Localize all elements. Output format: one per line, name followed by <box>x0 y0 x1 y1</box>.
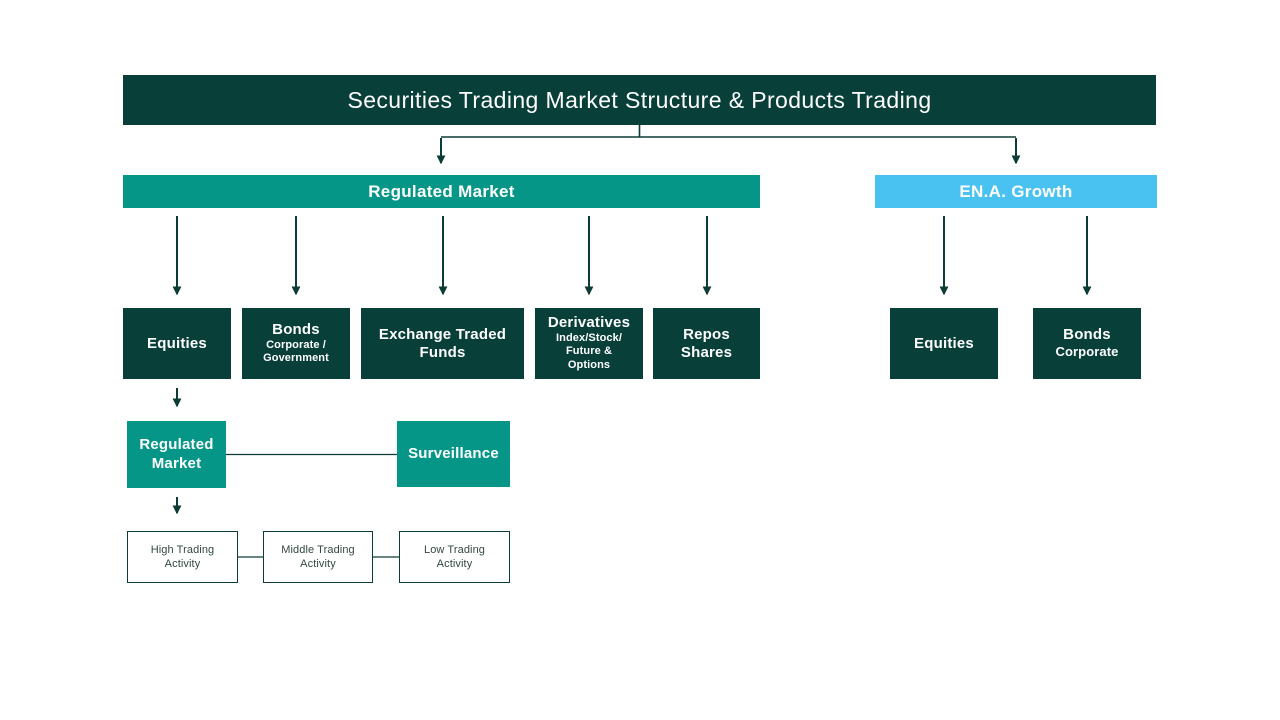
product-sublabel: Government <box>263 352 329 365</box>
node-label: Surveillance <box>408 444 499 462</box>
node-label: Market <box>151 454 202 472</box>
product-box-repos-shares: Repos Shares <box>653 308 760 379</box>
product-label: Equities <box>914 334 974 352</box>
product-label: Bonds <box>1063 326 1111 344</box>
regulated-market-header: Regulated Market <box>123 175 760 208</box>
product-sublabel: Index/Stock/ <box>556 331 622 344</box>
regulated-market-header-label: Regulated Market <box>368 181 515 201</box>
product-box-ena-bonds: Bonds Corporate <box>1033 308 1141 379</box>
product-sublabel: Options <box>567 359 611 372</box>
activity-box-middle: Middle Trading Activity <box>263 531 373 583</box>
activity-label: Activity <box>164 558 201 570</box>
title-bar: Securities Trading Market Structure & Pr… <box>123 75 1156 125</box>
product-box-ena-equities: Equities <box>890 308 998 379</box>
product-label: Equities <box>147 334 207 352</box>
product-label: Exchange Traded <box>378 325 507 343</box>
ena-growth-header: EN.A. Growth <box>875 175 1157 208</box>
node-label: Regulated <box>139 435 214 453</box>
activity-label: High Trading <box>150 543 215 556</box>
diagram-title: Securities Trading Market Structure & Pr… <box>347 86 932 113</box>
ena-growth-header-label: EN.A. Growth <box>959 181 1073 201</box>
activity-label: Low Trading <box>423 543 486 556</box>
product-box-exchange-traded-funds: Exchange Traded Funds <box>361 308 524 379</box>
activity-label: Activity <box>436 558 473 570</box>
product-sublabel: Corporate / <box>266 338 326 351</box>
product-sublabel: Future & <box>565 345 613 358</box>
activity-label: Activity <box>300 558 336 570</box>
surveillance-node: Surveillance <box>397 421 510 487</box>
product-box-equities: Equities <box>123 308 231 379</box>
product-label: Repos <box>683 325 730 343</box>
regulated-market-node: Regulated Market <box>127 421 226 488</box>
activity-box-low: Low Trading Activity <box>399 531 510 583</box>
product-label: Derivatives <box>547 314 631 332</box>
product-box-derivatives: Derivatives Index/Stock/ Future & Option… <box>535 308 643 379</box>
activity-label: Middle Trading <box>281 543 355 556</box>
product-label: Funds <box>419 343 466 361</box>
product-box-bonds: Bonds Corporate / Government <box>242 308 350 379</box>
activity-box-high: High Trading Activity <box>127 531 238 583</box>
product-sublabel: Corporate <box>1055 343 1119 359</box>
product-label: Shares <box>680 343 733 361</box>
product-label: Bonds <box>272 320 320 338</box>
